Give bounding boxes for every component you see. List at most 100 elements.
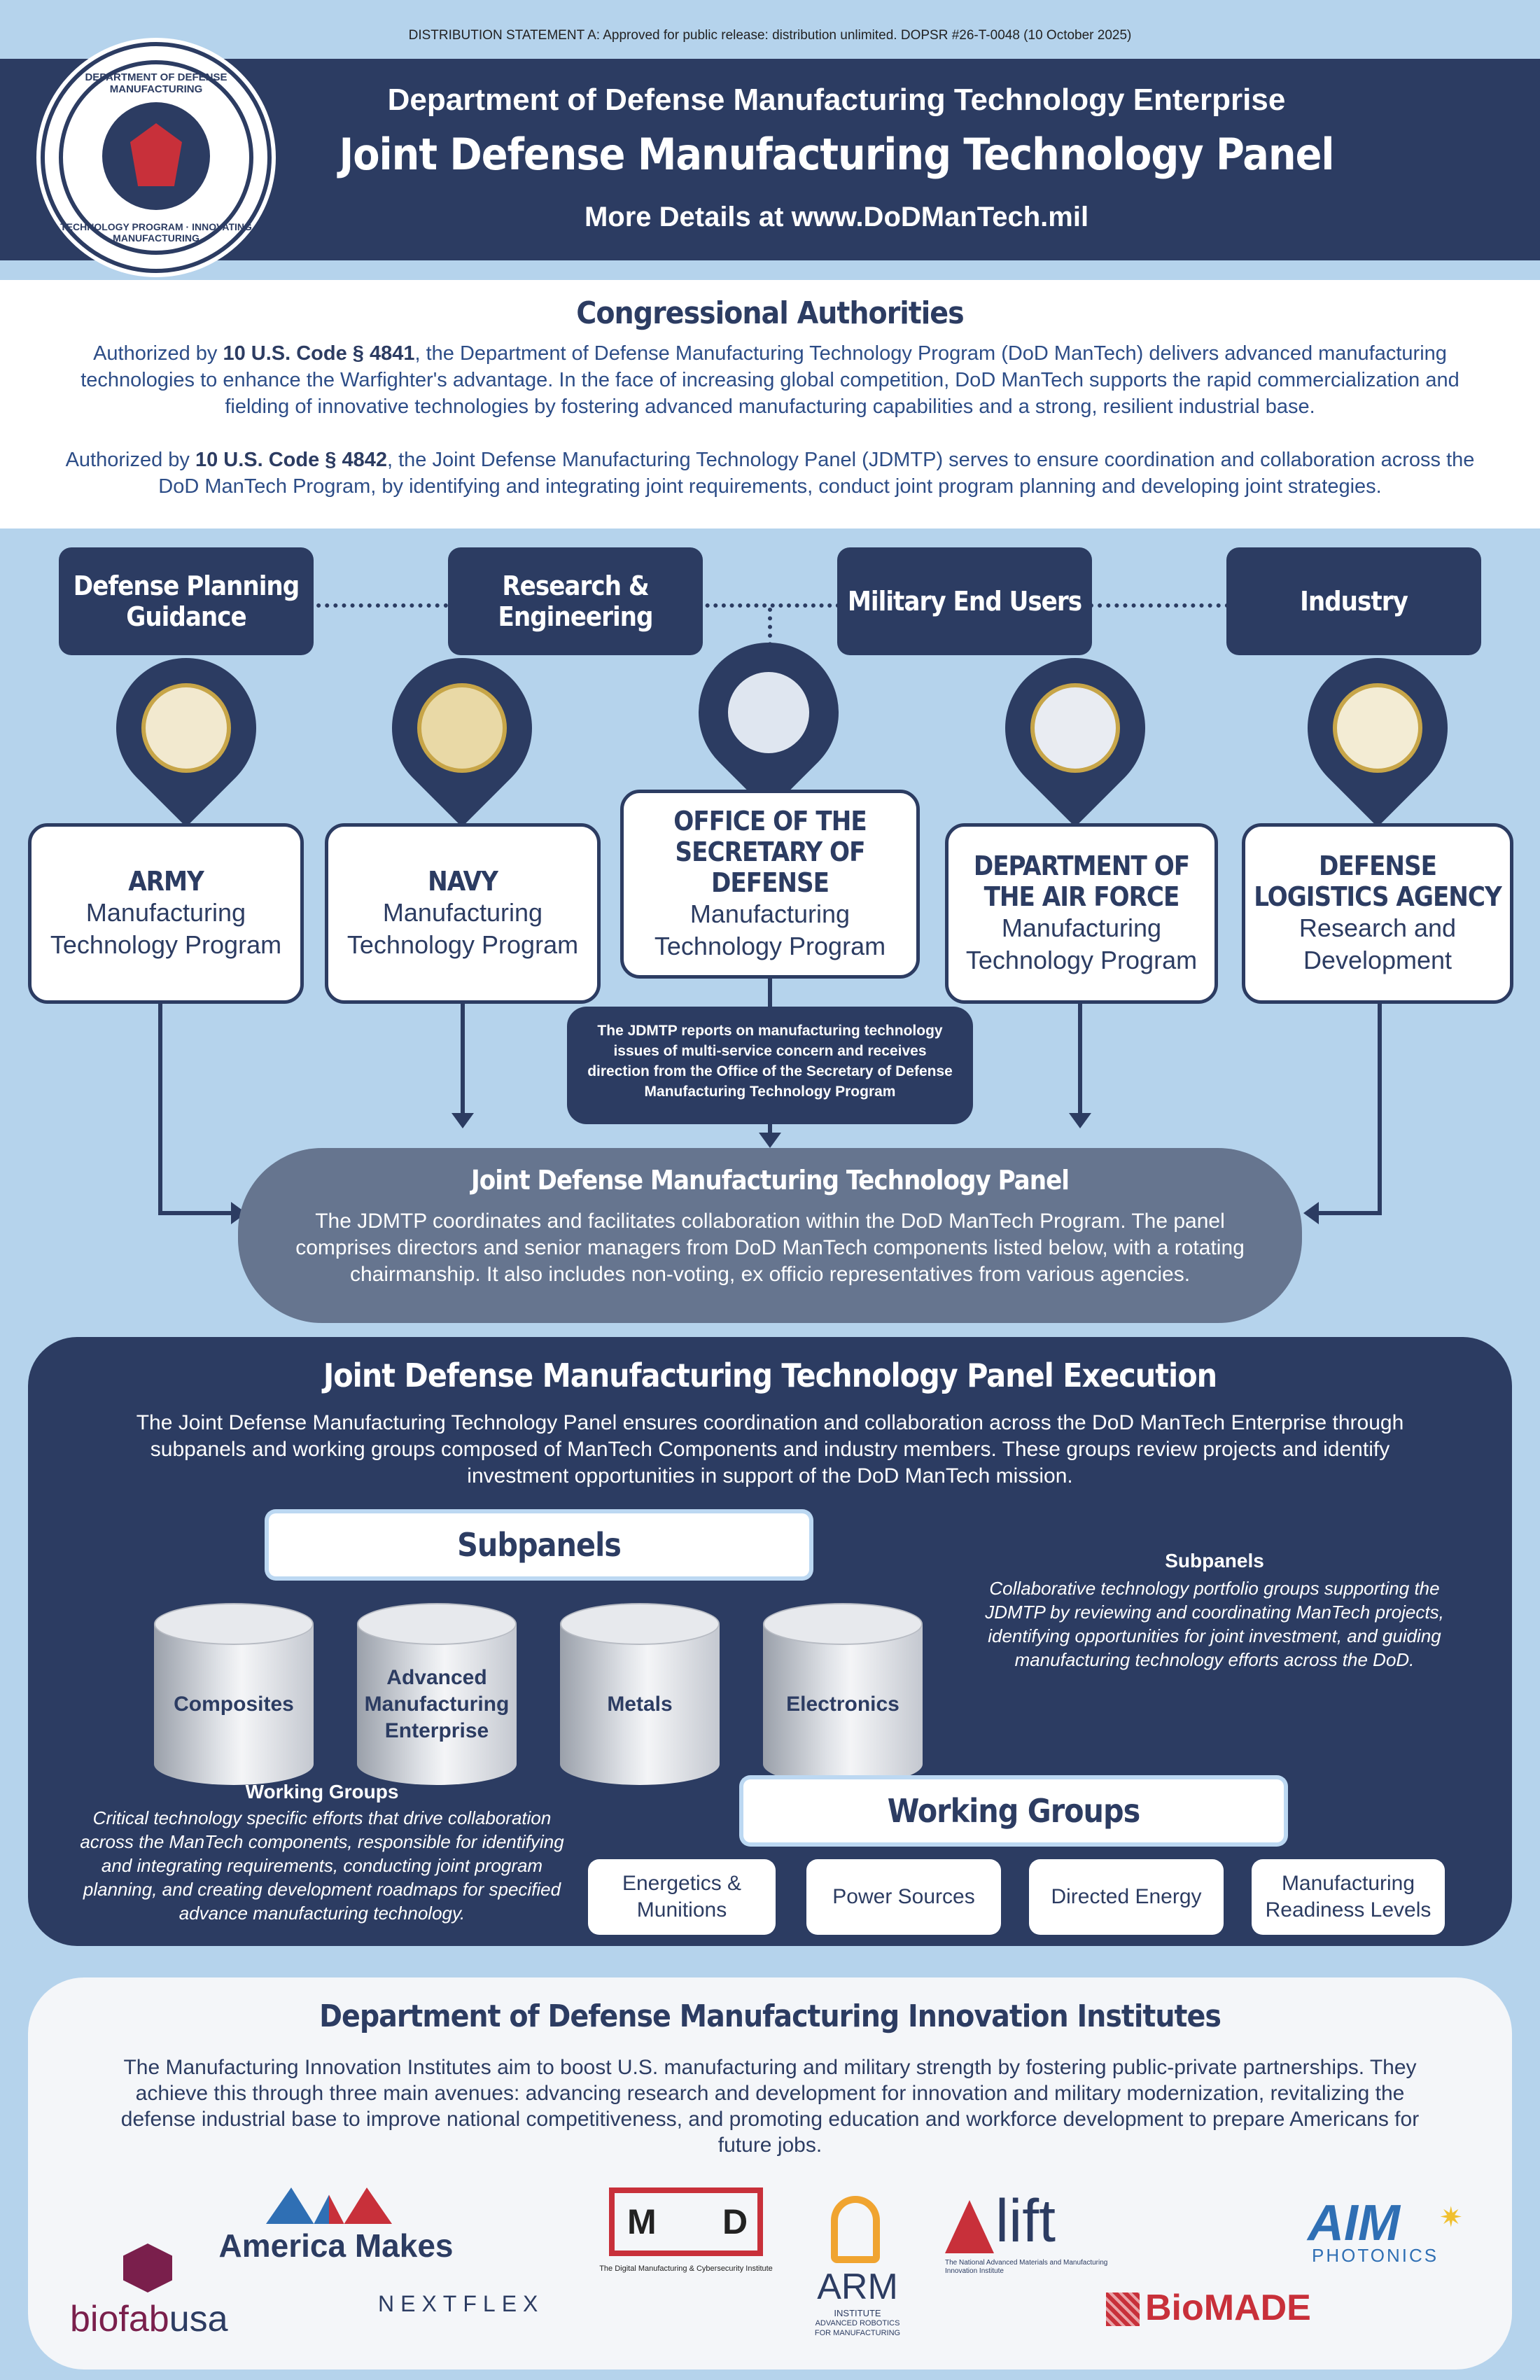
army-program: Manufacturing Technology Program (50, 898, 282, 959)
industry-box: Industry (1226, 547, 1481, 655)
army-component-box: ARMY Manufacturing Technology Program (28, 823, 304, 1004)
execution-section: Joint Defense Manufacturing Technology P… (28, 1337, 1512, 1946)
jdmtp-box: Joint Defense Manufacturing Technology P… (238, 1148, 1302, 1323)
lift-triangle-icon (945, 2200, 994, 2253)
air-force-program: Manufacturing Technology Program (965, 913, 1198, 974)
biofab-hex-icon (123, 2244, 172, 2292)
authority-4841-paragraph: Authorized by 10 U.S. Code § 4841, the D… (56, 340, 1484, 420)
mxd-logo: M D The Digital Manufacturing & Cybersec… (588, 2188, 784, 2292)
navy-seal-pin (363, 629, 561, 833)
arm-figure-icon (831, 2196, 880, 2263)
lift-text: lift (995, 2188, 1056, 2255)
subpanel-label: Composites (174, 1693, 294, 1716)
mxd-caption: The Digital Manufacturing & Cybersecurit… (599, 2264, 773, 2273)
authority-4841-text: , the Department of Defense Manufacturin… (80, 342, 1460, 418)
subpanels-side-title: Subpanels (1165, 1550, 1264, 1572)
aim-caption: PHOTONICS (1312, 2245, 1439, 2266)
dotted-connector (308, 603, 448, 608)
america-makes-text: America Makes (218, 2227, 454, 2264)
arrow-down-icon (451, 1113, 474, 1128)
institutes-description: The Manufacturing Innovation Institutes … (120, 2056, 1420, 2157)
connector-line (768, 1124, 772, 1137)
aim-text: AIM (1308, 2195, 1400, 2251)
dla-seal-pin (1278, 629, 1477, 833)
dla-program: Research and Development (1298, 913, 1457, 974)
america-makes-mark-icon (266, 2188, 392, 2224)
dla-component-box: DEFENSE LOGISTICS AGENCY Research and De… (1242, 823, 1513, 1004)
osd-seal-pin (669, 613, 868, 818)
jdmtp-description: The JDMTP coordinates and facilitates co… (295, 1210, 1245, 1286)
working-group-manufacturing-readiness: Manufacturing Readiness Levels (1252, 1859, 1445, 1935)
authority-prefix: Authorized by (93, 342, 223, 365)
institutes-section: Department of Defense Manufacturing Inno… (28, 1977, 1512, 2370)
subpanels-side-description: Collaborative technology portfolio group… (985, 1578, 1444, 1670)
subpanel-composites: Composites (154, 1603, 314, 1785)
america-makes-logo: America Makes (217, 2188, 455, 2264)
arrow-down-icon (1069, 1113, 1091, 1128)
mxd-d-text: D (722, 2202, 748, 2241)
code-4841: 10 U.S. Code § 4841 (223, 342, 415, 365)
defense-planning-guidance-box: Defense Planning Guidance (59, 547, 314, 655)
connector-line (1378, 1004, 1382, 1214)
subpanels-label: Subpanels (269, 1513, 809, 1576)
air-force-seal-icon (1030, 683, 1120, 773)
biomade-cube-icon (1106, 2292, 1140, 2326)
army-name: ARMY (128, 866, 204, 897)
connector-line (1316, 1211, 1382, 1215)
jdmtp-title: Joint Defense Manufacturing Technology P… (471, 1165, 1070, 1196)
air-force-seal-pin (976, 629, 1175, 833)
lift-caption: The National Advanced Materials and Manu… (945, 2259, 1108, 2275)
connector-line (1078, 1004, 1082, 1116)
research-engineering-box: Research & Engineering (448, 547, 703, 655)
mxd-frame-icon (609, 2188, 763, 2256)
dotted-connector (768, 608, 772, 664)
working-group-power-sources: Power Sources (806, 1859, 1001, 1935)
biofab-text: biofab (70, 2299, 169, 2339)
jdmtp-reports-note: The JDMTP reports on manufacturing techn… (567, 1007, 973, 1124)
star-burst-icon: ✷ (1439, 2202, 1463, 2233)
working-groups-label: Working Groups (743, 1779, 1284, 1842)
navy-name: NAVY (428, 866, 498, 897)
arm-caption-2: ADVANCED ROBOTICS (815, 2319, 900, 2328)
subpanel-label: Metals (607, 1693, 673, 1716)
biomade-text: BioMADE (1145, 2288, 1311, 2328)
authorities-section: Congressional Authorities Authorized by … (0, 280, 1540, 528)
details-link[interactable]: More Details at www.DoDManTech.mil (584, 202, 1089, 232)
osd-component-box: OFFICE OF THE SECRETARY OF DEFENSE Manuf… (620, 790, 920, 979)
mxd-m-text: M (627, 2202, 657, 2241)
nextflex-logo: NEXTFLEX (378, 2291, 545, 2316)
osd-seal-icon (724, 668, 813, 757)
authorities-title: Congressional Authorities (576, 295, 964, 331)
distribution-statement: DISTRIBUTION STATEMENT A: Approved for p… (408, 28, 1132, 43)
dla-seal-icon (1333, 683, 1422, 773)
army-seal-icon (141, 683, 231, 773)
execution-title: Joint Defense Manufacturing Technology P… (323, 1357, 1217, 1394)
navy-program: Manufacturing Technology Program (346, 898, 579, 959)
code-4842: 10 U.S. Code § 4842 (195, 449, 387, 471)
subpanel-label: Advanced Manufacturing Enterprise (364, 1666, 510, 1742)
army-seal-pin (87, 629, 286, 833)
working-groups-side-title: Working Groups (245, 1781, 399, 1802)
navy-component-box: NAVY Manufacturing Technology Program (325, 823, 601, 1004)
connector-line (158, 1211, 235, 1215)
dotted-connector (1089, 603, 1229, 608)
authority-4842-text: , the Joint Defense Manufacturing Techno… (158, 449, 1475, 498)
authority-4842-paragraph: Authorized by 10 U.S. Code § 4842, the J… (56, 447, 1484, 500)
seal-top-text: DEPARTMENT OF DEFENSE MANUFACTURING (85, 71, 227, 95)
authority-prefix: Authorized by (65, 449, 195, 471)
biomade-logo: BioMADE (1106, 2286, 1311, 2334)
osd-program: Manufacturing Technology Program (654, 899, 886, 960)
osd-name: OFFICE OF THE SECRETARY OF DEFENSE (673, 806, 867, 898)
arm-caption-1: INSTITUTE (834, 2308, 881, 2318)
subpanel-advanced-manufacturing-enterprise: Advanced Manufacturing Enterprise (357, 1603, 517, 1785)
aim-photonics-logo: AIM ✷ PHOTONICS (1295, 2194, 1477, 2266)
navy-seal-icon (417, 683, 507, 773)
dotted-connector (697, 603, 840, 608)
subpanel-electronics: Electronics (763, 1603, 923, 1785)
subpanel-label: Electronics (786, 1693, 899, 1716)
biofab-usa-text: usa (169, 2299, 228, 2339)
institutes-title: Department of Defense Manufacturing Inno… (319, 1998, 1222, 2034)
air-force-component-box: DEPARTMENT OF THE AIR FORCE Manufacturin… (945, 823, 1218, 1004)
seal-bottom-text: TECHNOLOGY PROGRAM · INNOVATING MANUFACT… (60, 221, 252, 244)
arm-institute-logo: ARM INSTITUTE ADVANCED ROBOTICS FOR MANU… (802, 2196, 913, 2350)
